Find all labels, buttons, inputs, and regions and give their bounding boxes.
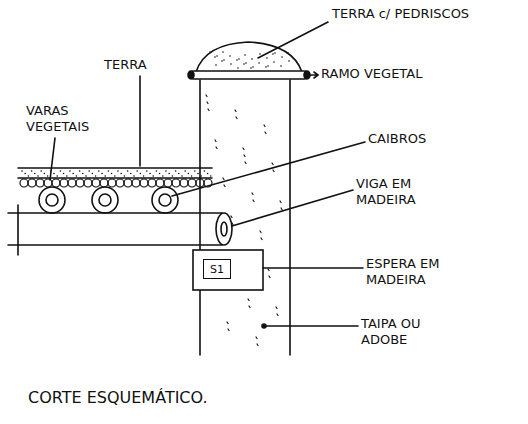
beam-end — [216, 213, 232, 245]
leader-dot — [262, 324, 266, 328]
marked-box: S1 — [203, 259, 231, 279]
wood-block — [193, 250, 263, 290]
beam-end — [221, 222, 227, 236]
part-label: RAMO VEGETAL — [321, 66, 471, 82]
part-label: TERRA — [104, 57, 184, 73]
leader-line — [308, 72, 318, 78]
leader-line — [232, 190, 353, 226]
rafters — [39, 187, 178, 213]
leader-line — [50, 138, 55, 180]
soil-layer — [18, 168, 212, 178]
leader-line — [139, 76, 141, 166]
rod-row — [20, 179, 212, 187]
wall-texture — [206, 95, 282, 346]
part-label: TERRA c/ PEDRISCOS — [332, 6, 522, 22]
leader-line — [258, 22, 328, 58]
branch-end — [188, 71, 194, 79]
soil-cap — [196, 42, 302, 72]
leader-line — [172, 142, 365, 196]
part-label: CAIBROS — [368, 131, 488, 147]
part-label: ESPERA EM MADEIRA — [366, 256, 476, 289]
leader-line — [263, 267, 363, 269]
caption: CORTE ESQUEMÁTICO. — [28, 388, 208, 407]
box-text: S1 — [207, 263, 227, 276]
part-label: VIGA EM MADEIRA — [356, 176, 466, 209]
gravel-texture — [209, 51, 290, 69]
part-label: VARAS VEGETAIS — [26, 103, 116, 136]
branch-layer — [190, 71, 308, 79]
wall-outline — [200, 80, 290, 355]
leader-line — [264, 325, 358, 327]
part-label: TAIPA OU ADOBE — [361, 316, 461, 349]
beam — [8, 205, 222, 255]
